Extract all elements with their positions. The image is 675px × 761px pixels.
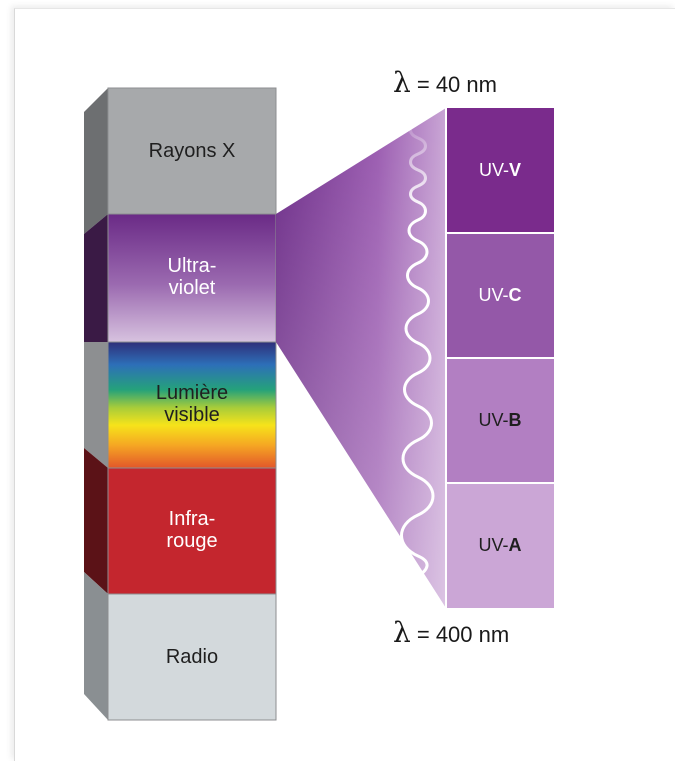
xray-side-face [84, 88, 108, 234]
uv-a-segment [446, 483, 554, 608]
lambda-symbol: λ [393, 66, 411, 99]
visible-label: Lumière visible [108, 382, 276, 426]
top-wavelength-label: λ = 40 nm [393, 66, 497, 99]
ir-label-line-2: rouge [166, 530, 218, 552]
uv-c-label: UV-C [446, 285, 554, 306]
xray-band [107, 87, 277, 215]
ir-side-face [84, 448, 108, 594]
bottom-wavelength-value: = 400 nm [410, 622, 510, 647]
uv-label-line-2: violet [168, 277, 216, 299]
visible-band [107, 341, 277, 469]
bottom-wavelength-label: λ = 400 nm [393, 616, 509, 649]
wave-icon [400, 120, 435, 578]
radio-label: Radio [108, 646, 276, 668]
uv-c-prefix: UV- [478, 285, 509, 305]
ir-label: Infra- rouge [108, 508, 276, 552]
uv-band [107, 213, 277, 343]
radio-side-face [84, 572, 108, 720]
uv-b-label: UV-B [446, 410, 554, 431]
uv-b-letter: B [508, 410, 522, 430]
radio-label-line-1: Radio [165, 646, 219, 668]
uv-a-label: UV-A [446, 535, 554, 556]
uv-b-prefix: UV- [478, 410, 509, 430]
visible-label-line-2: visible [164, 404, 220, 426]
uv-band-label: Ultra- violet [108, 255, 276, 299]
ir-label-line-1: Infra- [168, 508, 216, 530]
uv-v-letter: V [509, 160, 522, 180]
uv-a-prefix: UV- [478, 535, 509, 555]
top-wavelength-value: = 40 nm [410, 72, 497, 97]
uv-b-segment [446, 358, 554, 483]
visible-side-face [84, 342, 108, 468]
uv-c-letter: C [508, 285, 522, 305]
uv-c-segment [446, 233, 554, 358]
radio-band [107, 593, 277, 721]
uv-label-line-1: Ultra- [167, 255, 217, 277]
uv-a-letter: A [508, 535, 522, 555]
uv-v-label: UV-V [446, 160, 554, 181]
uv-expansion-fan-light [276, 108, 446, 608]
visible-label-line-1: Lumière [155, 382, 229, 404]
uv-side-face [84, 214, 108, 342]
xray-label: Rayons X [108, 140, 276, 162]
lambda-symbol: λ [393, 616, 411, 649]
uv-v-segment [446, 108, 554, 233]
uv-v-prefix: UV- [478, 160, 509, 180]
ir-band [107, 467, 277, 595]
xray-label-line-1: Rayons X [148, 140, 236, 162]
